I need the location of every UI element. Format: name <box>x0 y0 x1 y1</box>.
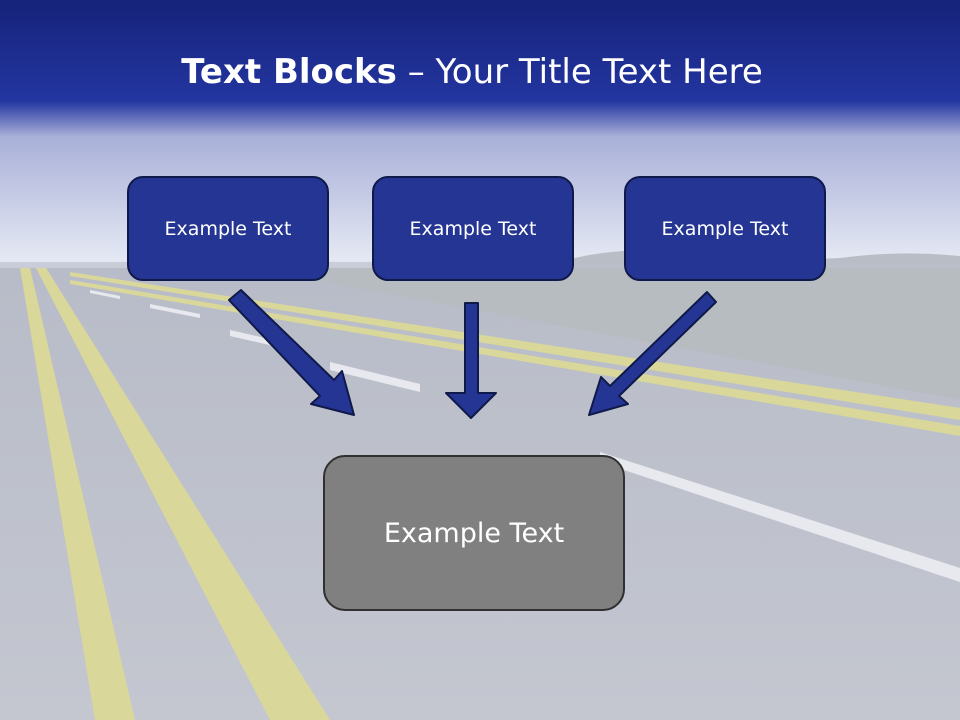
arrow-left <box>228 289 355 416</box>
text-block-3-label: Example Text <box>661 217 789 240</box>
text-block-2[interactable]: Example Text <box>372 176 574 281</box>
text-block-2-label: Example Text <box>409 217 537 240</box>
result-block-label: Example Text <box>383 517 565 549</box>
arrow-center <box>445 302 497 419</box>
title-rest: Your Title Text Here <box>435 52 763 92</box>
text-block-1[interactable]: Example Text <box>127 176 329 281</box>
text-block-1-label: Example Text <box>164 217 292 240</box>
title-bold: Text Blocks <box>181 52 397 92</box>
arrow-right <box>588 291 717 416</box>
page-title: Text Blocks – Your Title Text Here <box>0 52 944 92</box>
title-dash: – <box>396 52 436 92</box>
result-block[interactable]: Example Text <box>323 455 625 611</box>
text-block-3[interactable]: Example Text <box>624 176 826 281</box>
